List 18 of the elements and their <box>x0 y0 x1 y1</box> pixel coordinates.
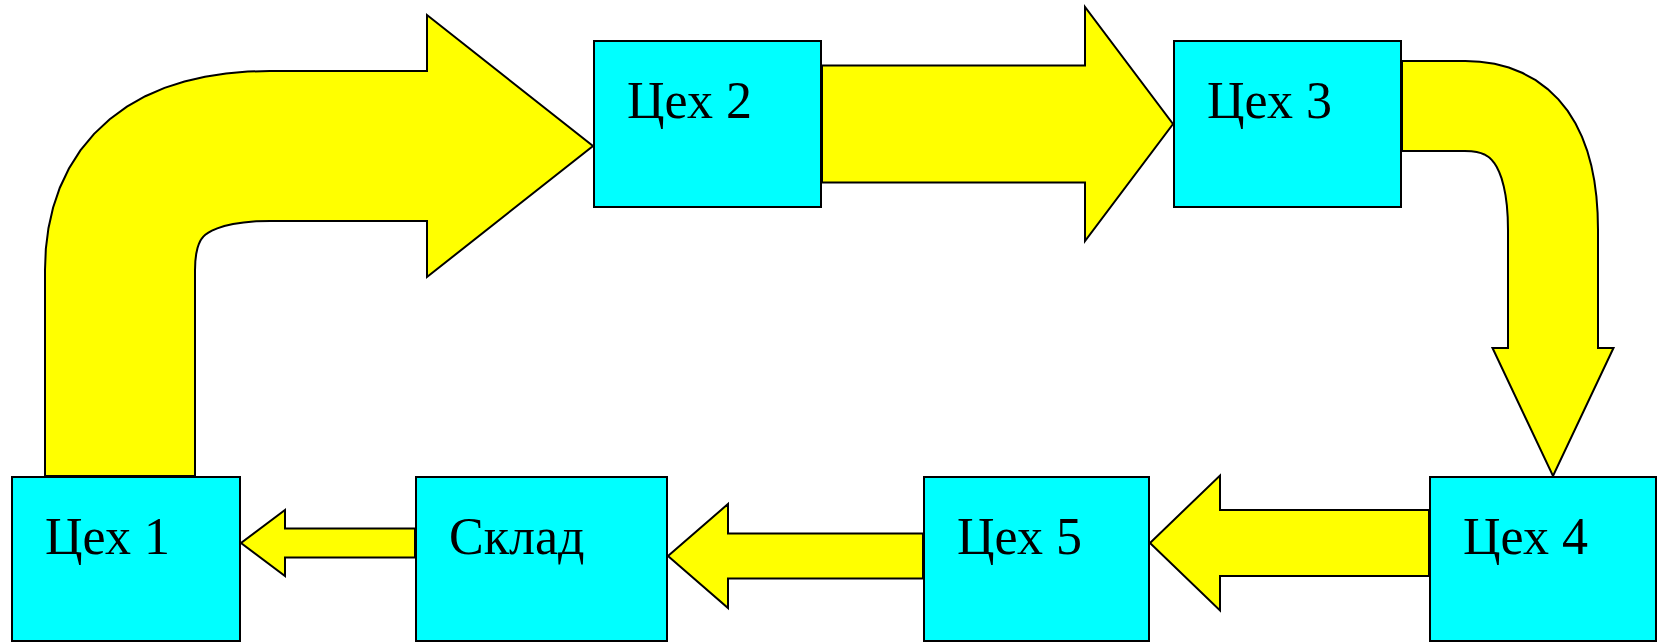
workshop-label: Цех 5 <box>957 508 1082 566</box>
block-arrow <box>821 4 1175 244</box>
workshop-box <box>1429 476 1657 642</box>
block-arrow <box>1148 473 1430 613</box>
block-arrow <box>44 12 595 477</box>
workshop-box <box>923 476 1150 642</box>
workshop-label: Цех 3 <box>1207 72 1332 130</box>
workshop-box <box>593 40 822 208</box>
workshop-box <box>11 476 241 642</box>
workshop-box <box>415 476 668 642</box>
workshop-label: Цех 2 <box>627 72 752 130</box>
block-arrow <box>1401 60 1616 479</box>
workshop-label: Цех 1 <box>45 508 170 566</box>
workshop-label: Склад <box>449 508 585 566</box>
workshop-label: Цех 4 <box>1463 508 1588 566</box>
block-arrow <box>239 508 416 578</box>
block-arrow <box>666 501 924 611</box>
workshop-box <box>1173 40 1402 208</box>
